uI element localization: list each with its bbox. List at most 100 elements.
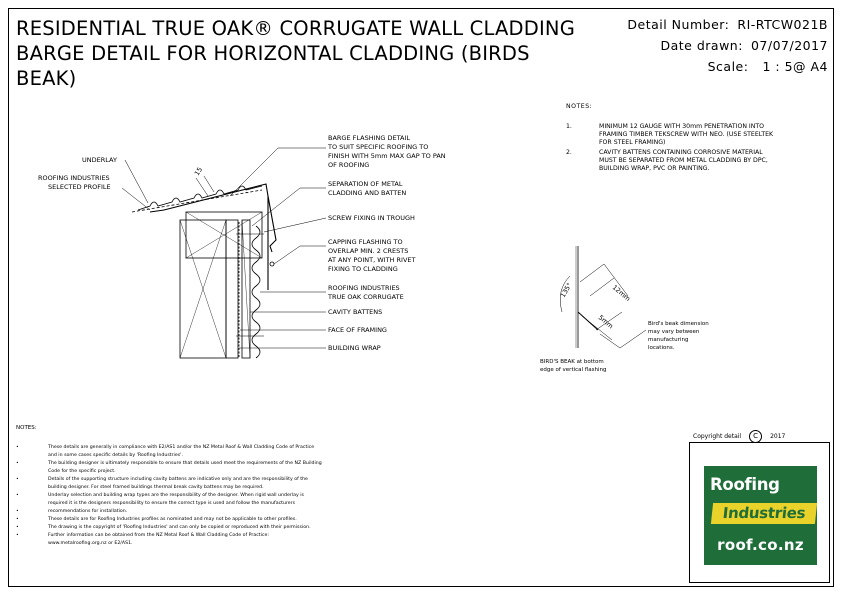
label-face-of-framing: FACE OF FRAMING [328, 326, 387, 334]
notes-top: NOTES: 1. MINIMUM 12 GAUGE WITH 30mm PEN… [566, 103, 816, 175]
cavity-batten [241, 219, 251, 359]
note-line: FRAMING TIMBER TEKSCREW WITH NEO. (USE S… [599, 131, 774, 138]
label-dim-135: 135° [559, 281, 574, 299]
bullet-icon: • [16, 445, 19, 450]
birds-beak-note: Bird's beak dimension may vary between m… [648, 320, 728, 352]
label-roofing-industries-1: ROOFING INDUSTRIES [38, 174, 110, 182]
notes-bottom-item: •The building designer is ultimately res… [16, 460, 456, 476]
note-line: These details are for Roofing Industries… [48, 517, 297, 522]
bullet-icon: • [16, 525, 19, 530]
notes-bottom-item: • These details are generally in complian… [16, 444, 456, 460]
notes-top-item: 1. MINIMUM 12 GAUGE WITH 30mm PENETRATIO… [566, 123, 816, 147]
label-roofing-industries-2: SELECTED PROFILE [48, 183, 111, 191]
note-number: 2. [566, 149, 572, 156]
birds-beak-note-line-4: locations. [648, 345, 675, 351]
birds-beak-note-line-2: may vary between [648, 329, 700, 335]
label-ri-corrugate-2: TRUE OAK CORRUGATE [327, 293, 404, 301]
birds-beak-caption-line-1: BIRD'S BEAK at bottom [540, 359, 604, 365]
label-barge-2: TO SUIT SPECIFIC ROOFING TO [327, 143, 428, 151]
note-line: BUILDING WRAP, PVC OR PAINTING. [599, 165, 710, 172]
bullet-icon: • [16, 509, 19, 514]
birds-beak-caption-line-2: edge of vertical flashing [540, 367, 607, 373]
label-barge-4: OF ROOFING [328, 161, 369, 169]
label-underlay: UNDERLAY [82, 156, 117, 164]
notes-top-heading: NOTES: [566, 103, 593, 110]
detail-number-value: RI-RTCW021B [737, 17, 828, 32]
label-capping-4: FIXING TO CLADDING [328, 265, 398, 273]
roofing-industries-logo: Roofing Industries roof.co.nz [704, 466, 818, 565]
note-line: required it is the designers responsibil… [48, 501, 296, 506]
bullet-icon: • [16, 533, 19, 538]
logo-word-roofing: Roofing [710, 475, 780, 494]
label-separation-1: SEPARATION OF METAL [328, 180, 403, 188]
logo-url: roof.co.nz [717, 536, 804, 554]
roofing-profile [137, 185, 263, 211]
scale-value: 1 : 5@ A4 [762, 59, 828, 74]
note-number: 1. [566, 123, 572, 130]
note-line: FOR STEEL FRAMING) [599, 139, 666, 146]
title-line-1: RESIDENTIAL TRUE OAK® CORRUGATE WALL CLA… [16, 17, 575, 40]
notes-bottom-item: • The drawing is the copyright of 'Roofin… [16, 524, 456, 532]
notes-bottom-item: • Details of the supporting structure inc… [16, 476, 456, 492]
bullet-icon: • [16, 477, 19, 482]
notes-bottom-item: • These details are for Roofing Industrie… [16, 516, 456, 524]
note-line: Underlay selection and building wrap typ… [48, 493, 304, 498]
note-line: MINIMUM 12 GAUGE WITH 30mm PENETRATION I… [599, 123, 765, 130]
bullet-icon: • [16, 517, 19, 522]
note-line: www.metalroofing.org.nz or E2/AS1. [48, 541, 133, 546]
date-drawn-label: Date drawn: [660, 38, 743, 53]
title-line-3: BEAK) [16, 67, 77, 90]
note-line: Further information can be obtained from… [48, 533, 269, 538]
bullet-icon: • [16, 461, 19, 466]
birds-beak-detail [560, 246, 647, 349]
detail-number-label: Detail Number: [627, 17, 730, 32]
barge-flashing [149, 183, 269, 290]
scale-label: Scale: [707, 59, 749, 74]
underlay-line [131, 189, 263, 213]
birds-beak-note-line-1: Bird's beak dimension [648, 321, 709, 327]
label-dim-15: 15 [193, 166, 204, 177]
stud-framing [225, 219, 239, 359]
drawing-title: RESIDENTIAL TRUE OAK® CORRUGATE WALL CLA… [16, 16, 576, 91]
note-line: Details of the supporting structure incl… [48, 477, 308, 482]
drawing-sheet-border [8, 8, 834, 587]
label-barge-3: FINISH WITH 5mm MAX GAP TO PAN [328, 152, 446, 160]
label-capping-1: CAPPING FLASHING TO [328, 238, 403, 246]
note-line: These details are generally in complianc… [48, 445, 315, 450]
title-line-2: BARGE DETAIL FOR HORIZONTAL CLADDING (BI… [16, 42, 530, 65]
title-block-meta: Detail Number: RI-RTCW021B Date drawn: 07/… [627, 14, 828, 77]
note-line: MUST BE SEPARATED FROM METAL CLADDING BY… [599, 157, 768, 164]
label-capping-2: OVERLAP MIN. 2 CRESTS [328, 247, 408, 255]
corrugate-cladding [251, 225, 261, 359]
notes-bottom-item: • Underlay selection and building wrap ty… [16, 492, 456, 508]
date-drawn-value: 07/07/2017 [750, 38, 828, 53]
copyright-year: 2017 [770, 433, 786, 440]
note-line: recommendations for installation. [48, 509, 128, 514]
note-line: building designer. For steel framed buil… [48, 485, 264, 490]
rivet [269, 261, 275, 267]
birds-beak-note-line-3: manufacturing [648, 337, 689, 343]
logo-panel: Roofing Industries roof.co.nz [689, 442, 830, 583]
note-line: The drawing is the copyright of 'Roofing… [48, 525, 311, 530]
label-cavity-battens: CAVITY BATTENS [328, 308, 382, 316]
notes-top-item: 2. CAVITY BATTENS CONTAINING CORROSIVE M… [566, 149, 816, 173]
label-screw: SCREW FIXING IN TROUGH [328, 214, 415, 222]
capping-flashing [267, 195, 277, 253]
notes-bottom-heading: NOTES: [16, 425, 37, 431]
note-line: and in some cases specific details by 'R… [48, 453, 183, 458]
birds-beak-caption: BIRD'S BEAK at bottom edge of vertical f… [540, 358, 650, 374]
note-line: Code for the specific project. [48, 469, 116, 474]
bullet-icon: • [16, 493, 19, 498]
notes-bottom: NOTES: • These details are generally in c… [16, 424, 456, 548]
note-line: CAVITY BATTENS CONTAINING CORROSIVE MATE… [599, 149, 763, 156]
copyright-label: Copyright detail [693, 433, 742, 440]
label-building-wrap: BUILDING WRAP [328, 344, 381, 352]
label-barge-1: BARGE FLASHING DETAIL [328, 134, 410, 142]
label-capping-3: AT ANY POINT, WITH RIVET [328, 256, 415, 264]
label-ri-corrugate-1: ROOFING INDUSTRIES [328, 284, 400, 292]
notes-bottom-item: • Further information can be obtained fro… [16, 532, 456, 548]
roof-framing [185, 211, 263, 259]
notes-bottom-item: • recommendations for installation. [16, 508, 456, 516]
label-dim-12mm: 12mm [611, 283, 632, 303]
